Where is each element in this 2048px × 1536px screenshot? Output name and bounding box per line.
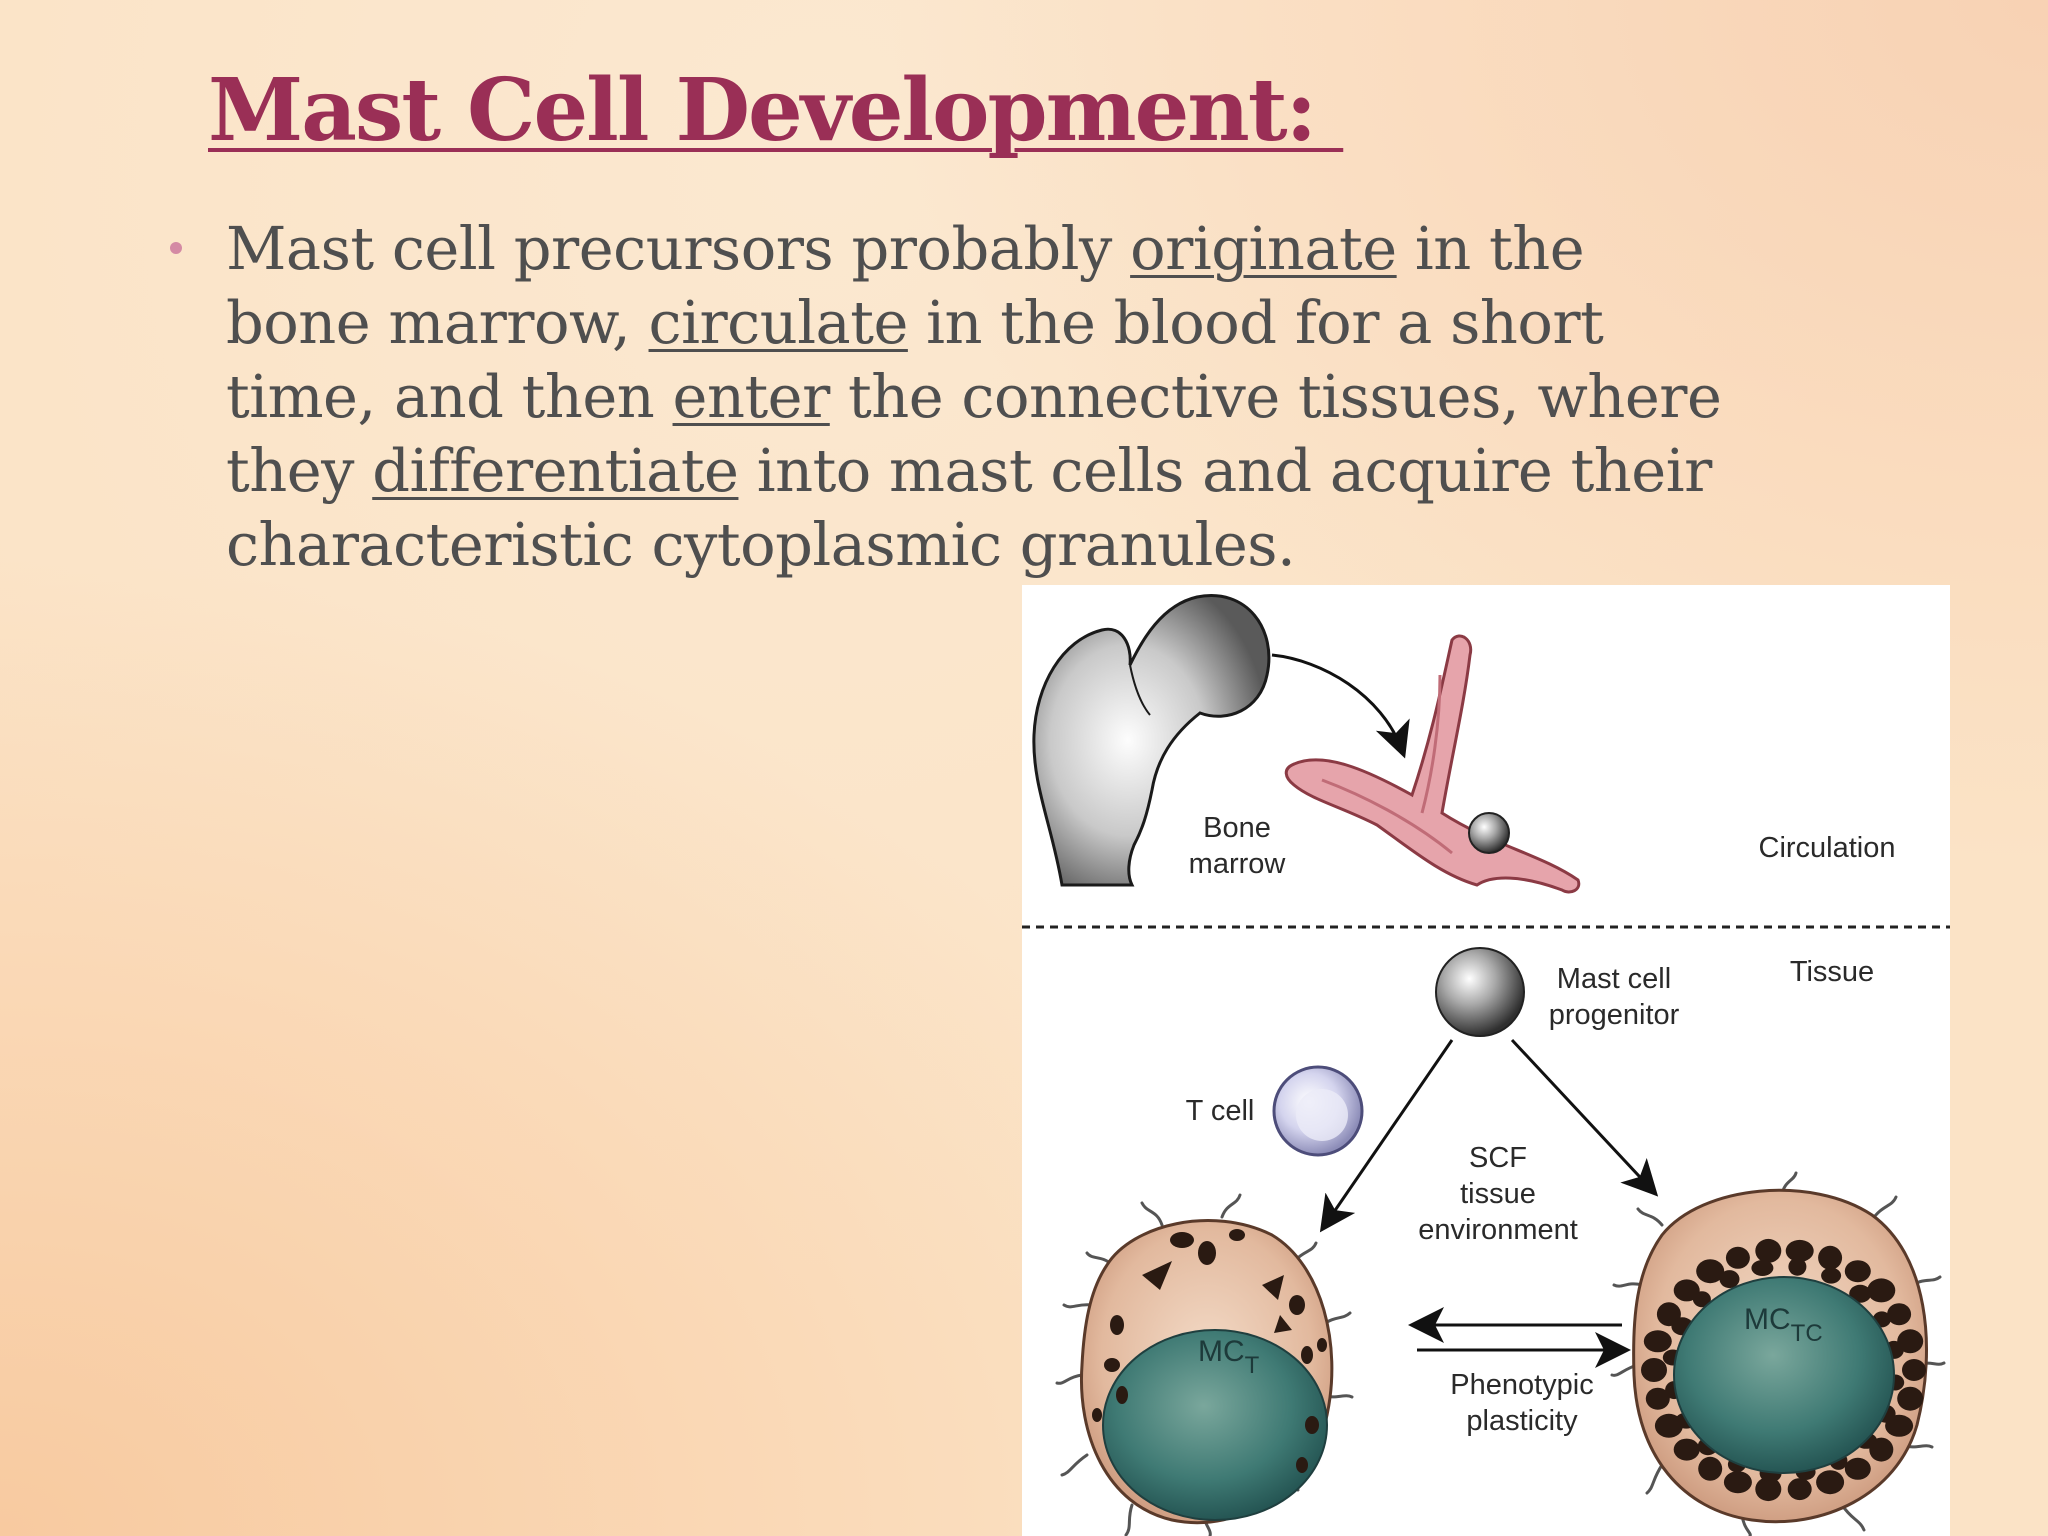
- curved-arrow-icon: [1271, 653, 1410, 759]
- bullet-text-part: the connective tissues, where they: [226, 362, 1722, 505]
- circulating-cell-icon: [1468, 812, 1510, 854]
- mct-label: MCT: [1198, 1335, 1260, 1379]
- scf-label-line2: tissue: [1460, 1178, 1536, 1210]
- bullet-text-part: in the bone marrow,: [226, 214, 1585, 357]
- tissue-label: Tissue: [1790, 956, 1874, 988]
- bone-marrow-icon: [1032, 594, 1271, 887]
- scf-label-line1: SCF: [1469, 1142, 1527, 1174]
- granule: [1673, 1279, 1700, 1302]
- progenitor-label-line1: Mast cell: [1557, 963, 1671, 995]
- mast-cell-development-figure: Bone marrow Circulation Tissue Mast cell…: [1022, 585, 1950, 1536]
- arrow-to-mctc: [1510, 1038, 1659, 1197]
- scf-label-line3: environment: [1418, 1214, 1578, 1246]
- bullet-text-part: in the blood for a short time, and then: [226, 288, 1604, 431]
- granule: [1641, 1358, 1667, 1382]
- granule: [1643, 1330, 1672, 1353]
- granule: [1785, 1239, 1814, 1262]
- slide-title: Mast Cell Development:: [208, 60, 1344, 161]
- t-cell-nucleus: [1296, 1089, 1348, 1141]
- granule: [1867, 1278, 1896, 1303]
- granule: [1755, 1238, 1782, 1263]
- granule: [1788, 1257, 1807, 1276]
- underlined-term-circulate: circulate: [648, 288, 909, 357]
- granule: [1844, 1260, 1871, 1283]
- arrow-to-mct: [1319, 1039, 1454, 1233]
- granule: [1897, 1386, 1924, 1411]
- t-cell-label: T cell: [1186, 1095, 1255, 1127]
- bone-marrow-label-line1: Bone: [1203, 812, 1271, 844]
- granule: [1723, 1471, 1752, 1494]
- mctc-mast-cell-icon: MCTC: [1610, 1171, 1946, 1536]
- granule: [1816, 1470, 1845, 1495]
- granule: [1719, 1270, 1740, 1289]
- granule: [1787, 1478, 1812, 1501]
- bone-marrow-label-line2: marrow: [1189, 848, 1287, 880]
- mctc-nucleus: [1673, 1276, 1895, 1474]
- granule: [1887, 1303, 1912, 1326]
- granule: [1673, 1438, 1700, 1461]
- bullet-text-part: Mast cell precursors probably: [226, 214, 1131, 283]
- bullet-dot: [170, 242, 182, 254]
- plasticity-label-line1: Phenotypic: [1450, 1369, 1594, 1401]
- granule: [1692, 1291, 1711, 1308]
- underlined-term-originate: originate: [1130, 214, 1397, 283]
- underlined-term-enter: enter: [672, 362, 831, 431]
- bullet-text-part: into mast cells and acquire their charac…: [226, 436, 1712, 579]
- granule: [1698, 1456, 1723, 1481]
- mct-nucleus: [1102, 1329, 1328, 1521]
- granule: [1696, 1259, 1725, 1284]
- granule: [1844, 1457, 1871, 1480]
- granule: [1755, 1477, 1782, 1502]
- circulation-label: Circulation: [1759, 832, 1896, 864]
- mctc-label: MCTC: [1744, 1303, 1823, 1347]
- blood-vessel-icon: [1284, 634, 1581, 894]
- progenitor-label-line2: progenitor: [1549, 999, 1680, 1031]
- mct-mast-cell-icon: MCT: [1055, 1193, 1354, 1536]
- underlined-term-differentiate: differentiate: [372, 436, 739, 505]
- granule: [1849, 1284, 1872, 1303]
- granule: [1902, 1359, 1926, 1381]
- plasticity-label-line2: plasticity: [1466, 1405, 1578, 1437]
- granule: [1897, 1329, 1924, 1354]
- granule: [1818, 1245, 1843, 1270]
- granule: [1821, 1267, 1842, 1284]
- figure-diagram: Bone marrow Circulation Tissue Mast cell…: [1022, 594, 1950, 1536]
- granule: [1751, 1260, 1774, 1276]
- bullet-text: Mast cell precursors probably originate …: [226, 212, 1726, 582]
- granule: [1645, 1387, 1670, 1410]
- mast-cell-progenitor-icon: [1435, 947, 1525, 1037]
- granule: [1725, 1246, 1750, 1269]
